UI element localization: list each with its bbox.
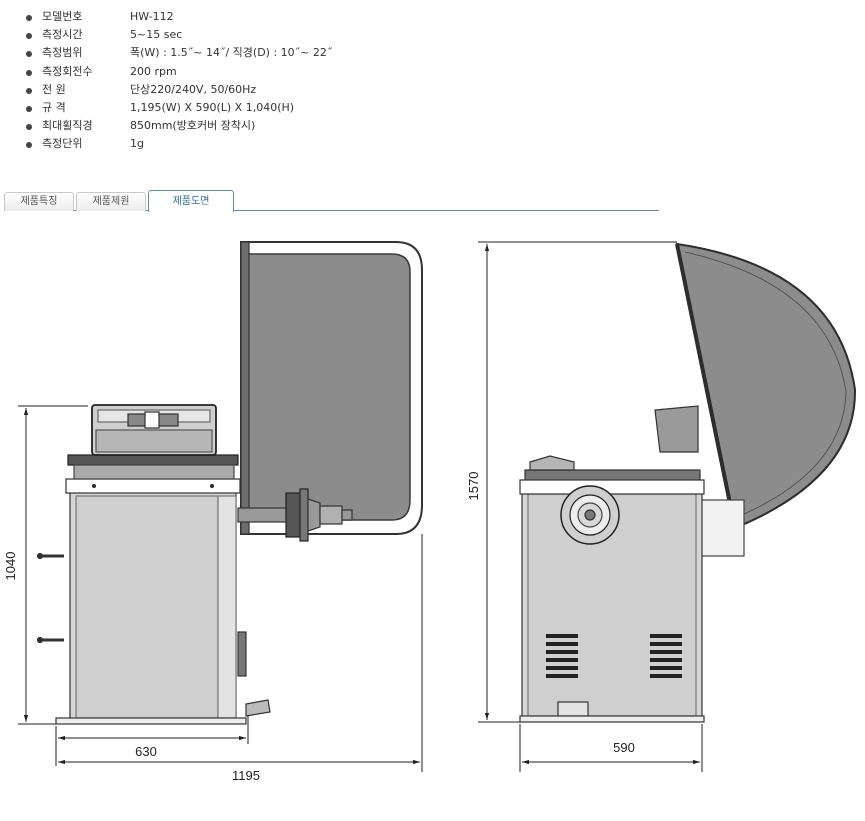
bullet-icon: [26, 124, 32, 131]
bullet-icon: [26, 105, 32, 112]
side-view: [519, 242, 857, 723]
front-height-label: 1040: [3, 552, 18, 581]
spec-value: 850mm(방호커버 장착시): [130, 119, 256, 133]
front-view: [36, 241, 423, 725]
spec-value: 단상220/240V, 50/60Hz: [130, 82, 257, 96]
spec-label: 모델번호: [42, 10, 83, 23]
spec-value: 5~15 sec: [130, 28, 183, 42]
spec-value: HW-112: [130, 10, 174, 23]
spec-value: 1g: [130, 137, 144, 151]
side-length-label: 590: [613, 740, 635, 755]
tab-bar: 제품특징 제품제원 제품도면: [4, 190, 659, 212]
bullet-icon: [26, 15, 32, 21]
front-width-label: 1195: [232, 768, 260, 783]
bullet-icon: [26, 69, 32, 76]
side-vents: [546, 634, 682, 678]
bullet-icon: [26, 33, 32, 40]
spec-label: 측정범위: [42, 46, 83, 60]
dimension-lines: [18, 241, 703, 772]
spec-label: 최대휠직경: [42, 119, 93, 133]
front-console: [91, 404, 217, 456]
tab-underline: [4, 210, 659, 211]
tab-specifications[interactable]: 제품제원: [76, 192, 146, 211]
front-depth-label: 630: [135, 744, 157, 759]
tab-drawing[interactable]: 제품도면: [148, 190, 234, 212]
side-height-label: 1570: [466, 472, 481, 501]
bullet-icon: [26, 142, 32, 149]
bullet-icon: [26, 87, 32, 94]
spec-label: 전 원: [42, 82, 66, 96]
spec-value: 폭(W) : 1.5˝~ 14˝/ 직경(D) : 10˝~ 22˝: [130, 46, 333, 60]
spec-label: 측정회전수: [42, 64, 93, 78]
tab-features[interactable]: 제품특징: [4, 192, 74, 211]
front-shaft: [237, 488, 353, 542]
spec-label: 측정단위: [42, 137, 83, 151]
bullet-icon: [26, 51, 32, 58]
spec-value: 1,195(W) X 590(L) X 1,040(H): [130, 100, 295, 114]
side-hub: [560, 485, 620, 545]
spec-label: 측정시간: [42, 28, 83, 42]
spec-value: 200 rpm: [130, 64, 177, 78]
spec-label: 규 격: [42, 100, 66, 114]
